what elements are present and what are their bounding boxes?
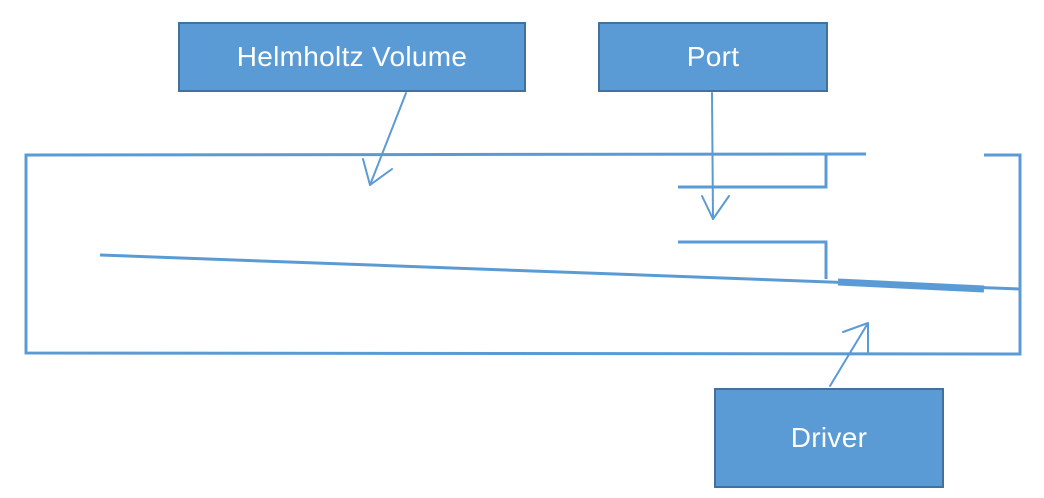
port-lower-wall	[678, 240, 828, 279]
enclosure-outline	[24, 152, 1022, 356]
port-label-box: Port	[598, 22, 828, 92]
driver-label-box: Driver	[714, 388, 944, 488]
port-upper-wall	[678, 155, 828, 189]
helmholtz-volume-label: Helmholtz Volume	[236, 41, 468, 72]
driver-label: Driver	[790, 422, 868, 453]
helmholtz-volume-label-box: Helmholtz Volume	[178, 22, 526, 92]
driver-segment	[837, 278, 985, 293]
port-label: Port	[686, 41, 740, 72]
port-arrow	[701, 92, 730, 220]
helmholtz-arrow	[362, 92, 407, 186]
driver-arrow	[829, 322, 869, 387]
